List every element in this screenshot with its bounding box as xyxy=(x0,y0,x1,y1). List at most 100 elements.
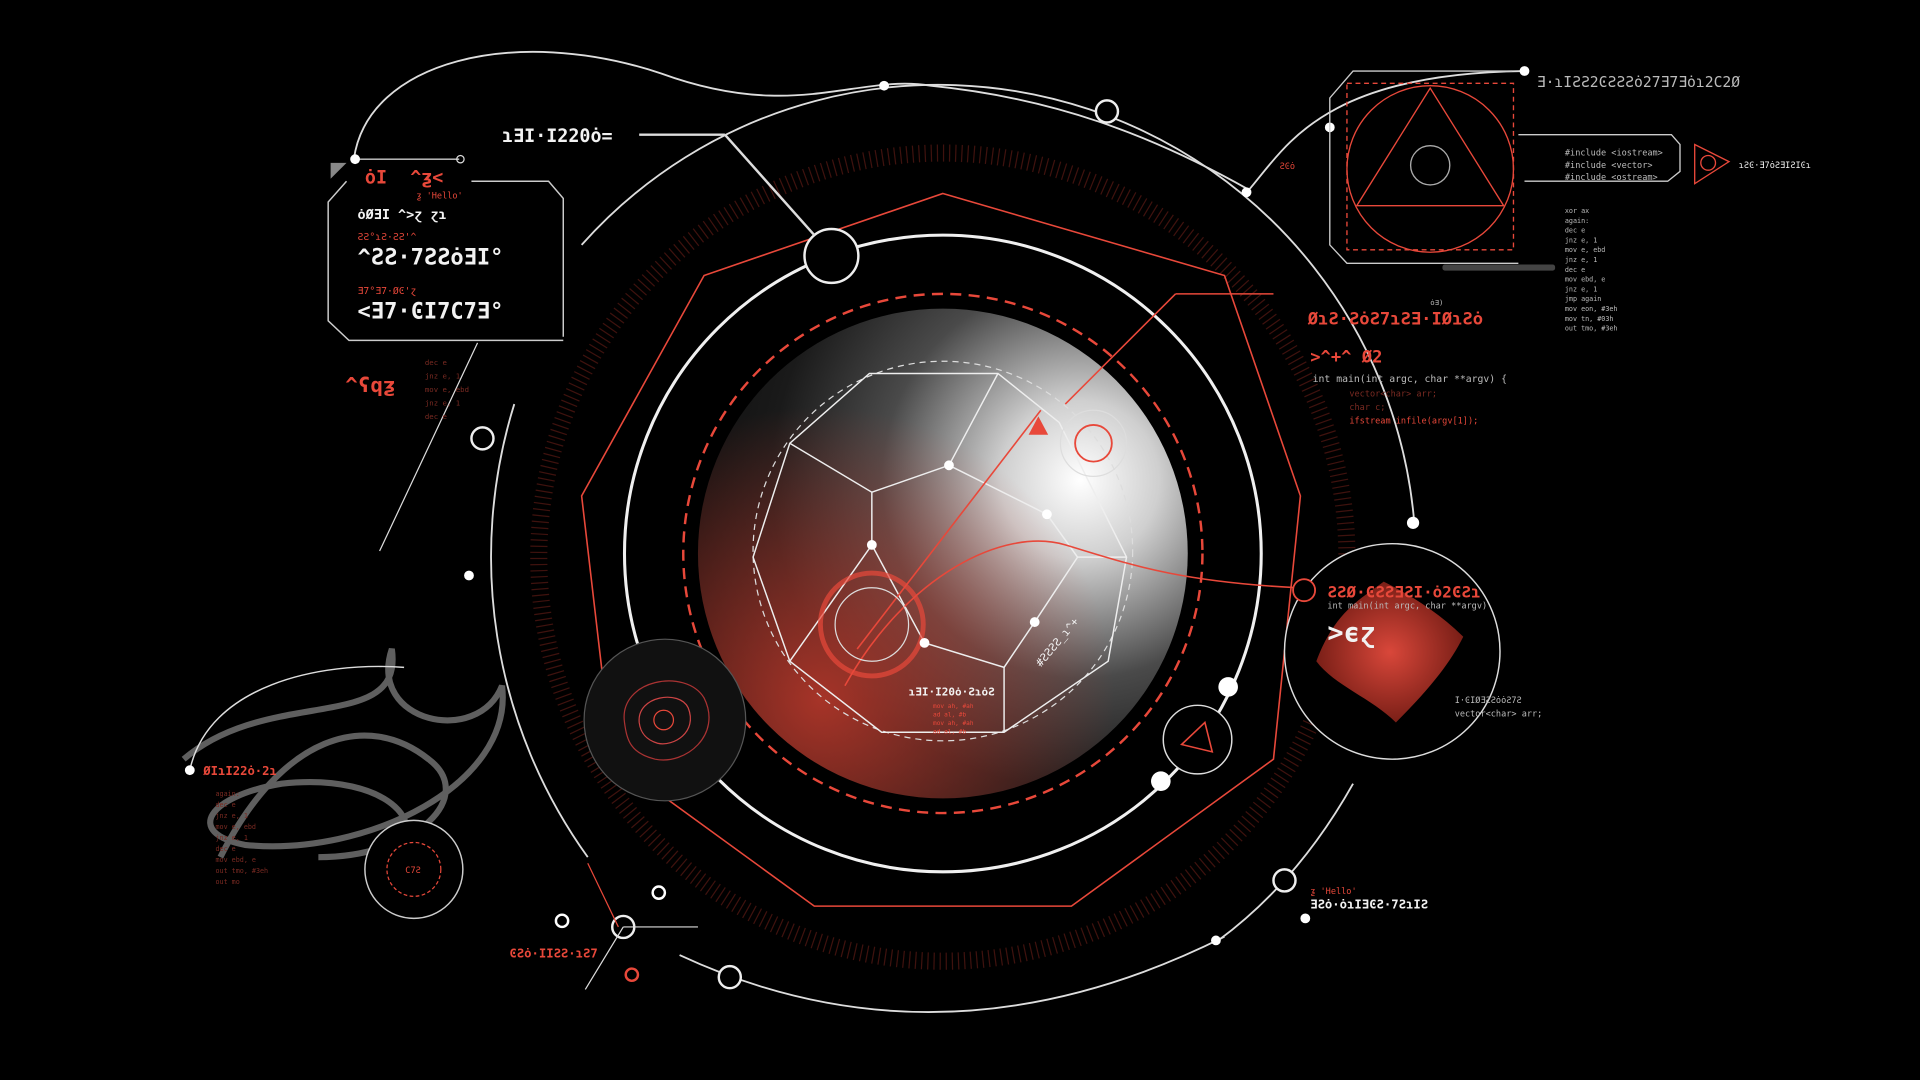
coord1-value: ^ƧƧ·7ƧƧȯƎI° xyxy=(358,245,504,270)
svg-text:dec e: dec e xyxy=(1565,266,1585,274)
top-right-header: Ǝ·ɿIƧƧ2ϾƧƧƧȯ27Ǝ7Ǝȯɿ2Ϲ2Ø xyxy=(1537,74,1741,91)
white-line xyxy=(584,926,624,990)
svg-text:mov ah, #ah: mov ah, #ah xyxy=(933,720,974,727)
tick-label: ȯƎ) xyxy=(1430,298,1443,307)
octagon-frame xyxy=(580,192,1302,907)
code-title: ØɿƧ·ƧȯƧ7ɿƧƎ·IØɿƧȯ xyxy=(1307,309,1483,329)
vertex-dots xyxy=(866,460,1052,648)
coord1-label: ƧƧ°ɿƧ·ƧƧ'^ xyxy=(358,232,417,243)
terrain-blob xyxy=(1316,581,1464,723)
warning-triangle-icon xyxy=(1028,416,1049,435)
blob-big: >ϵɀ xyxy=(1327,618,1376,649)
planet-red-glow xyxy=(697,308,1188,799)
svg-text:out tmo, #3eh: out tmo, #3eh xyxy=(1565,325,1618,333)
dial-gauge xyxy=(364,819,464,920)
svg-text:jnz e, 1: jnz e, 1 xyxy=(216,812,248,820)
marker-ring-red xyxy=(1074,423,1113,463)
outer-orbit-arc-left xyxy=(490,403,589,858)
svg-text:mov eon, #3eh: mov eon, #3eh xyxy=(1565,305,1618,313)
svg-text:jnz e, 1: jnz e, 1 xyxy=(1565,256,1597,264)
code-line-4: ifstream infile(argv[1]); xyxy=(1349,417,1478,427)
svg-text:out mo: out mo xyxy=(216,878,240,886)
connector-node xyxy=(1292,578,1317,603)
include-list: #include <iostream> #include <vector> #inc… xyxy=(1565,149,1663,183)
corner-marker-icon xyxy=(330,162,347,179)
svg-text:mov e, ebd: mov e, ebd xyxy=(1565,246,1605,254)
svg-text:jnz e, 1: jnz e, 1 xyxy=(1565,236,1597,244)
svg-text:dec e: dec e xyxy=(1565,227,1585,235)
dot xyxy=(184,765,195,776)
bottom-right-arc xyxy=(1217,783,1354,942)
panel-node xyxy=(350,154,360,165)
svg-text:jnz e, 1: jnz e, 1 xyxy=(216,834,248,842)
bottom-left-label: ØIɿI22ȯ·2ɿ xyxy=(202,764,277,778)
svg-text:dec e: dec e xyxy=(216,845,236,853)
svg-text:out tmo, #3eh: out tmo, #3eh xyxy=(216,867,269,875)
panel-tag: ^ʕqƺ xyxy=(345,373,395,397)
blob-line-1: I·ϾIØƎƧƧȯȯƧ7Ƨ xyxy=(1455,695,1522,706)
panel-header-a: ȯI xyxy=(365,168,387,189)
blob-line-2: vector<char> arr; xyxy=(1455,709,1543,719)
outer-orbit-arc xyxy=(580,83,1416,523)
bottom-right-hello: ƺ 'Hello' xyxy=(1310,887,1356,897)
panel-row1: ȯØƎI ^>ɀ ɀɿ xyxy=(358,208,447,223)
panel-line xyxy=(379,342,479,552)
target-reticle-inner xyxy=(834,587,910,662)
contour-map-disc xyxy=(583,638,747,802)
triangle-icon xyxy=(1180,720,1214,753)
dial-gauge-inner xyxy=(386,841,442,897)
panel-node xyxy=(456,154,465,164)
svg-text:#include <vector>: #include <vector> xyxy=(1565,161,1653,171)
code-line-3: char c; xyxy=(1349,403,1385,413)
coord2-label: Ǝ7°Ǝ7·ØϾ'ɀ xyxy=(358,285,417,297)
svg-text:#include <iostream>: #include <iostream> xyxy=(1565,149,1663,159)
code-line-1: int main(int argc, char **argv) { xyxy=(1313,374,1507,385)
svg-text:mov ah, #ah: mov ah, #ah xyxy=(933,703,974,710)
svg-text:#include <ostream>: #include <ostream> xyxy=(1565,173,1658,183)
node-connector-diag xyxy=(723,133,816,236)
svg-text:jnz e, 1: jnz e, 1 xyxy=(425,398,460,407)
arrow-label: ɿƧϾ·Ǝ7ȯƧƎIƧIϾɿ xyxy=(1739,161,1811,171)
top-label: ɿƎI·I220ȯ= xyxy=(502,126,613,147)
planet-label: ɿƎI·I20ȯ·ƧɿȯƧ xyxy=(909,686,995,699)
inner-dashed-orbit xyxy=(752,360,1134,742)
top-right-asm: xor ax again: dec e jnz e, 1 mov e, ebd j… xyxy=(1565,207,1618,333)
red-line xyxy=(587,863,619,928)
svg-text:xor ax: xor ax xyxy=(1565,207,1589,215)
white-dot xyxy=(554,913,570,929)
svg-text:again:: again: xyxy=(1565,217,1589,225)
svg-text:mov e, ebd: mov e, ebd xyxy=(425,385,469,394)
svg-text:ad al, #b: ad al, #b xyxy=(933,728,966,735)
side-label: ƧϾȯ xyxy=(1280,162,1295,172)
svg-text:mov ebd, e: mov ebd, e xyxy=(1565,276,1605,284)
scrollbar[interactable] xyxy=(1442,264,1556,271)
bottom-right-label: ƎƧȯ·ȯɿIƎϾƧ·7ƧɿIƧ xyxy=(1310,898,1428,912)
code-subtitle: >^+^ Ø2 xyxy=(1310,347,1382,367)
svg-text:mov tn, #03h: mov tn, #03h xyxy=(1565,315,1614,323)
panel-header-b: ^ƺ< xyxy=(410,168,443,189)
svg-text:ad al, #b: ad al, #b xyxy=(933,711,966,718)
target-reticle xyxy=(817,570,926,679)
blob-title: ƧƧØ·ϾƧƧƎƧI·ȯ2ϾƧɿ xyxy=(1327,583,1480,602)
info-panel-frame xyxy=(327,158,564,342)
orbit-dots xyxy=(464,66,1530,946)
triangle-diagram xyxy=(1329,70,1731,264)
svg-text:dec e: dec e xyxy=(425,358,447,367)
svg-text:mov e, ebd: mov e, ebd xyxy=(216,823,256,831)
svg-text:dec e: dec e xyxy=(216,801,236,809)
main-ring xyxy=(622,233,1263,874)
red-dot xyxy=(624,967,640,983)
panel-hello: ƺ 'Hello' xyxy=(416,191,462,201)
code-line-2: vector<char> arr; xyxy=(1349,390,1437,400)
blob-subtitle: int main(int argc, char **argv) xyxy=(1327,602,1487,612)
red-trajectory xyxy=(844,293,1298,687)
small-triangle-gauge xyxy=(1162,704,1233,775)
dial-gauge-label: Ϲ7Ƨ xyxy=(405,866,420,876)
svg-text:mov ebd, e: mov ebd, e xyxy=(216,856,256,864)
svg-text:jnz e, 1: jnz e, 1 xyxy=(425,371,460,380)
left-arc xyxy=(189,665,405,771)
wireframe-polyhedron xyxy=(752,372,1128,733)
